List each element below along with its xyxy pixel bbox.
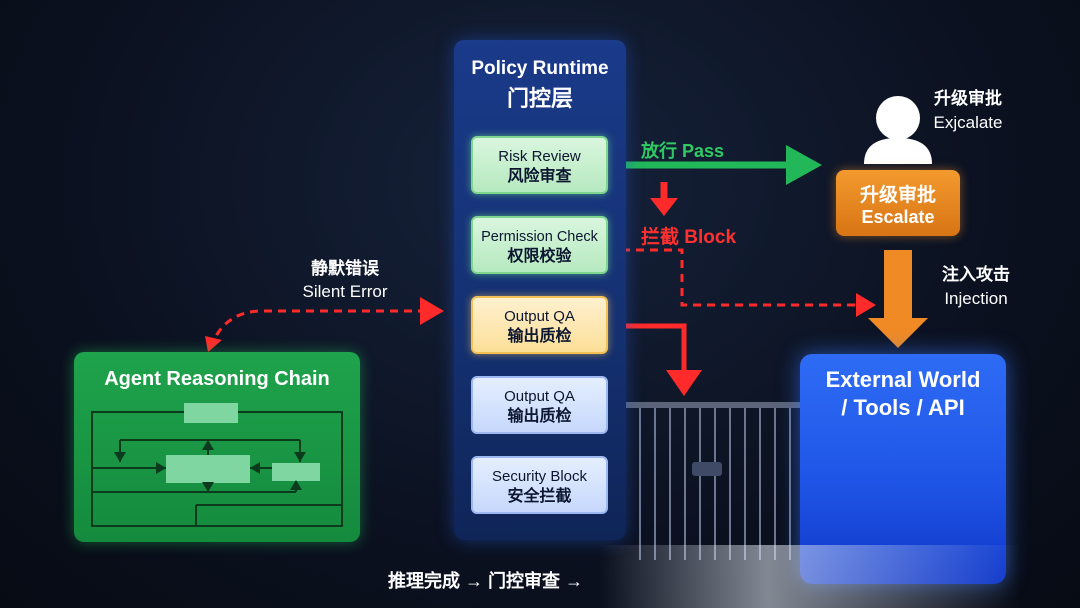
card-label-en: Risk Review xyxy=(498,148,581,165)
card-label-en: Output QA xyxy=(504,308,575,325)
silent-error-label-zh: 静默错误 xyxy=(311,259,379,278)
card-label-en: Output QA xyxy=(504,388,575,405)
card-output-qa-2[interactable]: Output QA 输出质检 xyxy=(471,376,608,434)
block-label: 拦截 Block xyxy=(641,227,737,248)
external-world-line2: / Tools / API xyxy=(841,395,965,420)
card-label-en: Security Block xyxy=(491,468,588,485)
injection-arrow xyxy=(868,250,928,348)
pass-label: 放行 Pass xyxy=(641,141,725,161)
agent-title: Agent Reasoning Chain xyxy=(104,368,330,390)
permission-dashed-route xyxy=(608,248,860,307)
escalate-person-label-en: Exjcalate xyxy=(933,113,1003,132)
card-permission-check[interactable]: Permission Check 权限校验 xyxy=(471,216,608,274)
escalate-box-zh: 升级审批 xyxy=(859,185,936,206)
card-label-zh: 风险审查 xyxy=(507,168,572,185)
person-icon xyxy=(864,96,932,164)
external-world-title: External World / Tools / API xyxy=(800,366,1006,422)
card-label-en: Permission Check xyxy=(481,229,598,245)
silent-error-label-en: Silent Error xyxy=(302,282,388,301)
panel-title: Policy Runtime xyxy=(471,58,609,79)
injection-label-zh: 注入攻击 xyxy=(942,265,1010,284)
card-security-block[interactable]: Security Block 安全拦截 xyxy=(471,456,608,514)
output-qa-arrow xyxy=(608,323,702,396)
escalate-box-en: Escalate xyxy=(861,207,935,227)
card-label-zh: 权限校验 xyxy=(507,248,572,265)
card-label-zh: 输出质检 xyxy=(507,328,572,345)
footer-caption: 推理完成 → 门控审查 → xyxy=(388,571,584,591)
card-output-qa[interactable]: Output QA 输出质检 xyxy=(471,296,608,354)
card-label-zh: 输出质检 xyxy=(507,408,572,425)
injection-label-en: Injection xyxy=(944,289,1008,308)
panel-subtitle: 门控层 xyxy=(506,86,573,111)
block-arrow xyxy=(650,182,678,216)
external-world-line1: External World xyxy=(825,367,981,392)
card-risk-review[interactable]: Risk Review 风险审查 xyxy=(471,136,608,194)
gate-fence xyxy=(626,402,802,560)
silent-error-route xyxy=(205,297,444,352)
card-label-zh: 安全拦截 xyxy=(507,488,572,505)
pass-arrow xyxy=(608,145,822,185)
escalate-box[interactable]: 升级审批 Escalate xyxy=(836,170,960,236)
escalate-person-label-zh: 升级审批 xyxy=(934,89,1002,108)
